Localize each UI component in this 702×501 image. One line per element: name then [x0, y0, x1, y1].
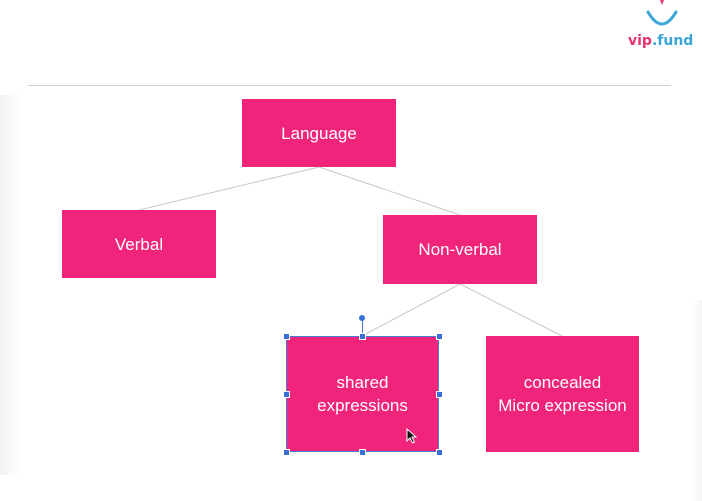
node-verbal[interactable]: Verbal: [62, 210, 216, 278]
node-language[interactable]: Language: [242, 99, 396, 167]
connector-language-verbal: [138, 166, 320, 211]
node-non-verbal[interactable]: Non-verbal: [383, 215, 537, 284]
logo-brand-dot: .: [651, 33, 658, 49]
resize-handle-middle-left[interactable]: [283, 391, 290, 398]
vip-fund-logo: vip.fund: [618, 0, 702, 60]
connector-nonverbal-concealed: [459, 283, 563, 337]
resize-handle-top-right[interactable]: [436, 333, 443, 340]
resize-handle-bottom-right[interactable]: [436, 449, 443, 456]
logo-brand-suffix: fund: [657, 33, 694, 49]
resize-handle-bottom-middle[interactable]: [359, 449, 366, 456]
resize-handle-top-middle[interactable]: [359, 333, 366, 340]
header-divider: [28, 85, 671, 86]
heart-check-icon: [646, 0, 678, 26]
node-shared-expressions[interactable]: shared expressions: [286, 336, 439, 452]
rotate-handle[interactable]: [359, 315, 365, 321]
resize-handle-bottom-left[interactable]: [283, 449, 290, 456]
mouse-pointer-icon: [406, 428, 418, 444]
connector-nonverbal-shared: [361, 283, 461, 337]
rotate-handle-stem: [362, 320, 363, 336]
logo-wordmark: vip.fund: [628, 33, 693, 49]
node-concealed-micro-expression[interactable]: concealed Micro expression: [486, 336, 639, 452]
left-edge-shade: [0, 95, 22, 475]
resize-handle-top-left[interactable]: [283, 333, 290, 340]
logo-brand-main: vip: [628, 33, 652, 49]
connector-language-nonverbal: [318, 166, 461, 216]
right-edge-shade: [692, 300, 702, 501]
resize-handle-middle-right[interactable]: [436, 391, 443, 398]
